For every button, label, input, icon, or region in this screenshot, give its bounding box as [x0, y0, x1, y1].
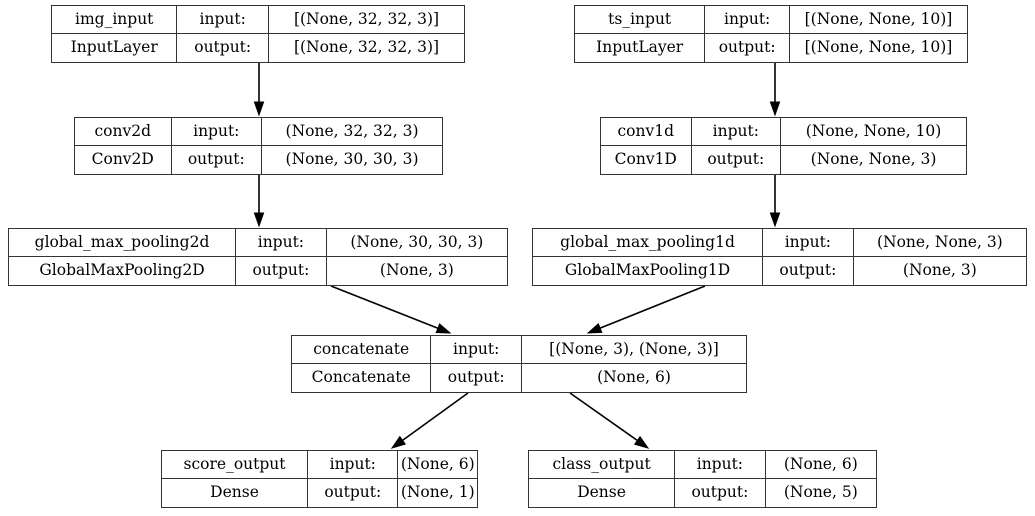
arrowhead-conv1d-to-global_max_pooling1d: [769, 212, 781, 228]
output-label: output:: [172, 146, 263, 174]
layer-class-name: InputLayer: [575, 34, 706, 62]
input-label: input:: [177, 6, 269, 33]
output-label: output:: [236, 257, 327, 285]
output-shape-value: (None, 6): [597, 368, 671, 387]
output-label: output:: [692, 146, 782, 174]
layer-class-name: Dense: [529, 479, 676, 507]
arrowhead-ts_input-to-conv1d: [769, 101, 781, 117]
arrowhead-concatenate-to-score_output: [390, 435, 407, 449]
input-shape-value: [(None, 3), (None, 3)]: [549, 339, 719, 358]
layer-name: concatenate: [292, 336, 432, 363]
input-label: input:: [763, 229, 854, 256]
layer-name: conv2d: [75, 118, 172, 145]
output-shape-value: (None, 30, 30, 3): [285, 150, 419, 169]
input-shape-value: (None, 32, 32, 3): [285, 121, 419, 140]
layer-class-name: GlobalMaxPooling1D: [533, 257, 764, 285]
layer-name: ts_input: [575, 6, 706, 33]
input-shape-value: (None, 6): [783, 454, 858, 473]
layer-class-name: Dense: [162, 479, 309, 507]
input-label: input:: [236, 229, 327, 256]
output-label: output:: [763, 257, 854, 285]
edge-global_max_pooling1d-to-concatenate: [599, 285, 706, 329]
output-label: output:: [177, 34, 269, 62]
output-shape-value: [(None, None, 10)]: [804, 38, 953, 57]
edge-global_max_pooling2d-to-concatenate: [330, 285, 439, 329]
input-shape-value: [(None, 32, 32, 3)]: [293, 9, 440, 28]
layer-class-name: GlobalMaxPooling2D: [9, 257, 237, 285]
arrowhead-concatenate-to-class_output: [633, 435, 650, 449]
layer-name: img_input: [52, 6, 178, 33]
input-shape-value: [(None, None, 10)]: [804, 9, 953, 28]
output-label: output:: [308, 479, 399, 507]
output-shape-value: [(None, 32, 32, 3)]: [293, 38, 440, 57]
arrowhead-global_max_pooling2d-to-concatenate: [435, 323, 452, 334]
input-label: input:: [431, 336, 523, 363]
layer-name: global_max_pooling2d: [9, 229, 237, 256]
output-label: output:: [705, 34, 790, 62]
output-label: output:: [675, 479, 766, 507]
layer-class-name: Concatenate: [292, 364, 432, 392]
edge-concatenate-to-score_output: [402, 392, 469, 442]
input-shape-value: (None, 6): [400, 454, 475, 473]
input-label: input:: [675, 451, 766, 478]
layer-name: conv1d: [601, 118, 692, 145]
layer-class-name: Conv1D: [601, 146, 692, 174]
layer-name: class_output: [529, 451, 676, 478]
layer-class-name: InputLayer: [52, 34, 178, 62]
layer-class-name: Conv2D: [75, 146, 172, 174]
output-shape-value: (None, None, 3): [810, 150, 937, 169]
input-label: input:: [172, 118, 263, 145]
arrowhead-global_max_pooling1d-to-concatenate: [586, 323, 603, 334]
input-shape-value: (None, None, 10): [805, 121, 942, 140]
arrowhead-conv2d-to-global_max_pooling2d: [253, 212, 265, 228]
output-shape-value: (None, 5): [783, 483, 858, 502]
output-label: output:: [431, 364, 523, 392]
output-shape-value: (None, 1): [400, 483, 475, 502]
output-shape-value: (None, 3): [379, 261, 454, 280]
input-label: input:: [308, 451, 399, 478]
input-label: input:: [705, 6, 790, 33]
input-label: input:: [692, 118, 782, 145]
output-shape-value: (None, 3): [902, 261, 977, 280]
layer-name: global_max_pooling1d: [533, 229, 764, 256]
arrowhead-img_input-to-conv2d: [253, 101, 265, 117]
edge-concatenate-to-class_output: [569, 392, 638, 442]
input-shape-value: (None, 30, 30, 3): [350, 232, 484, 251]
input-shape-value: (None, None, 3): [876, 232, 1003, 251]
layer-name: score_output: [162, 451, 309, 478]
